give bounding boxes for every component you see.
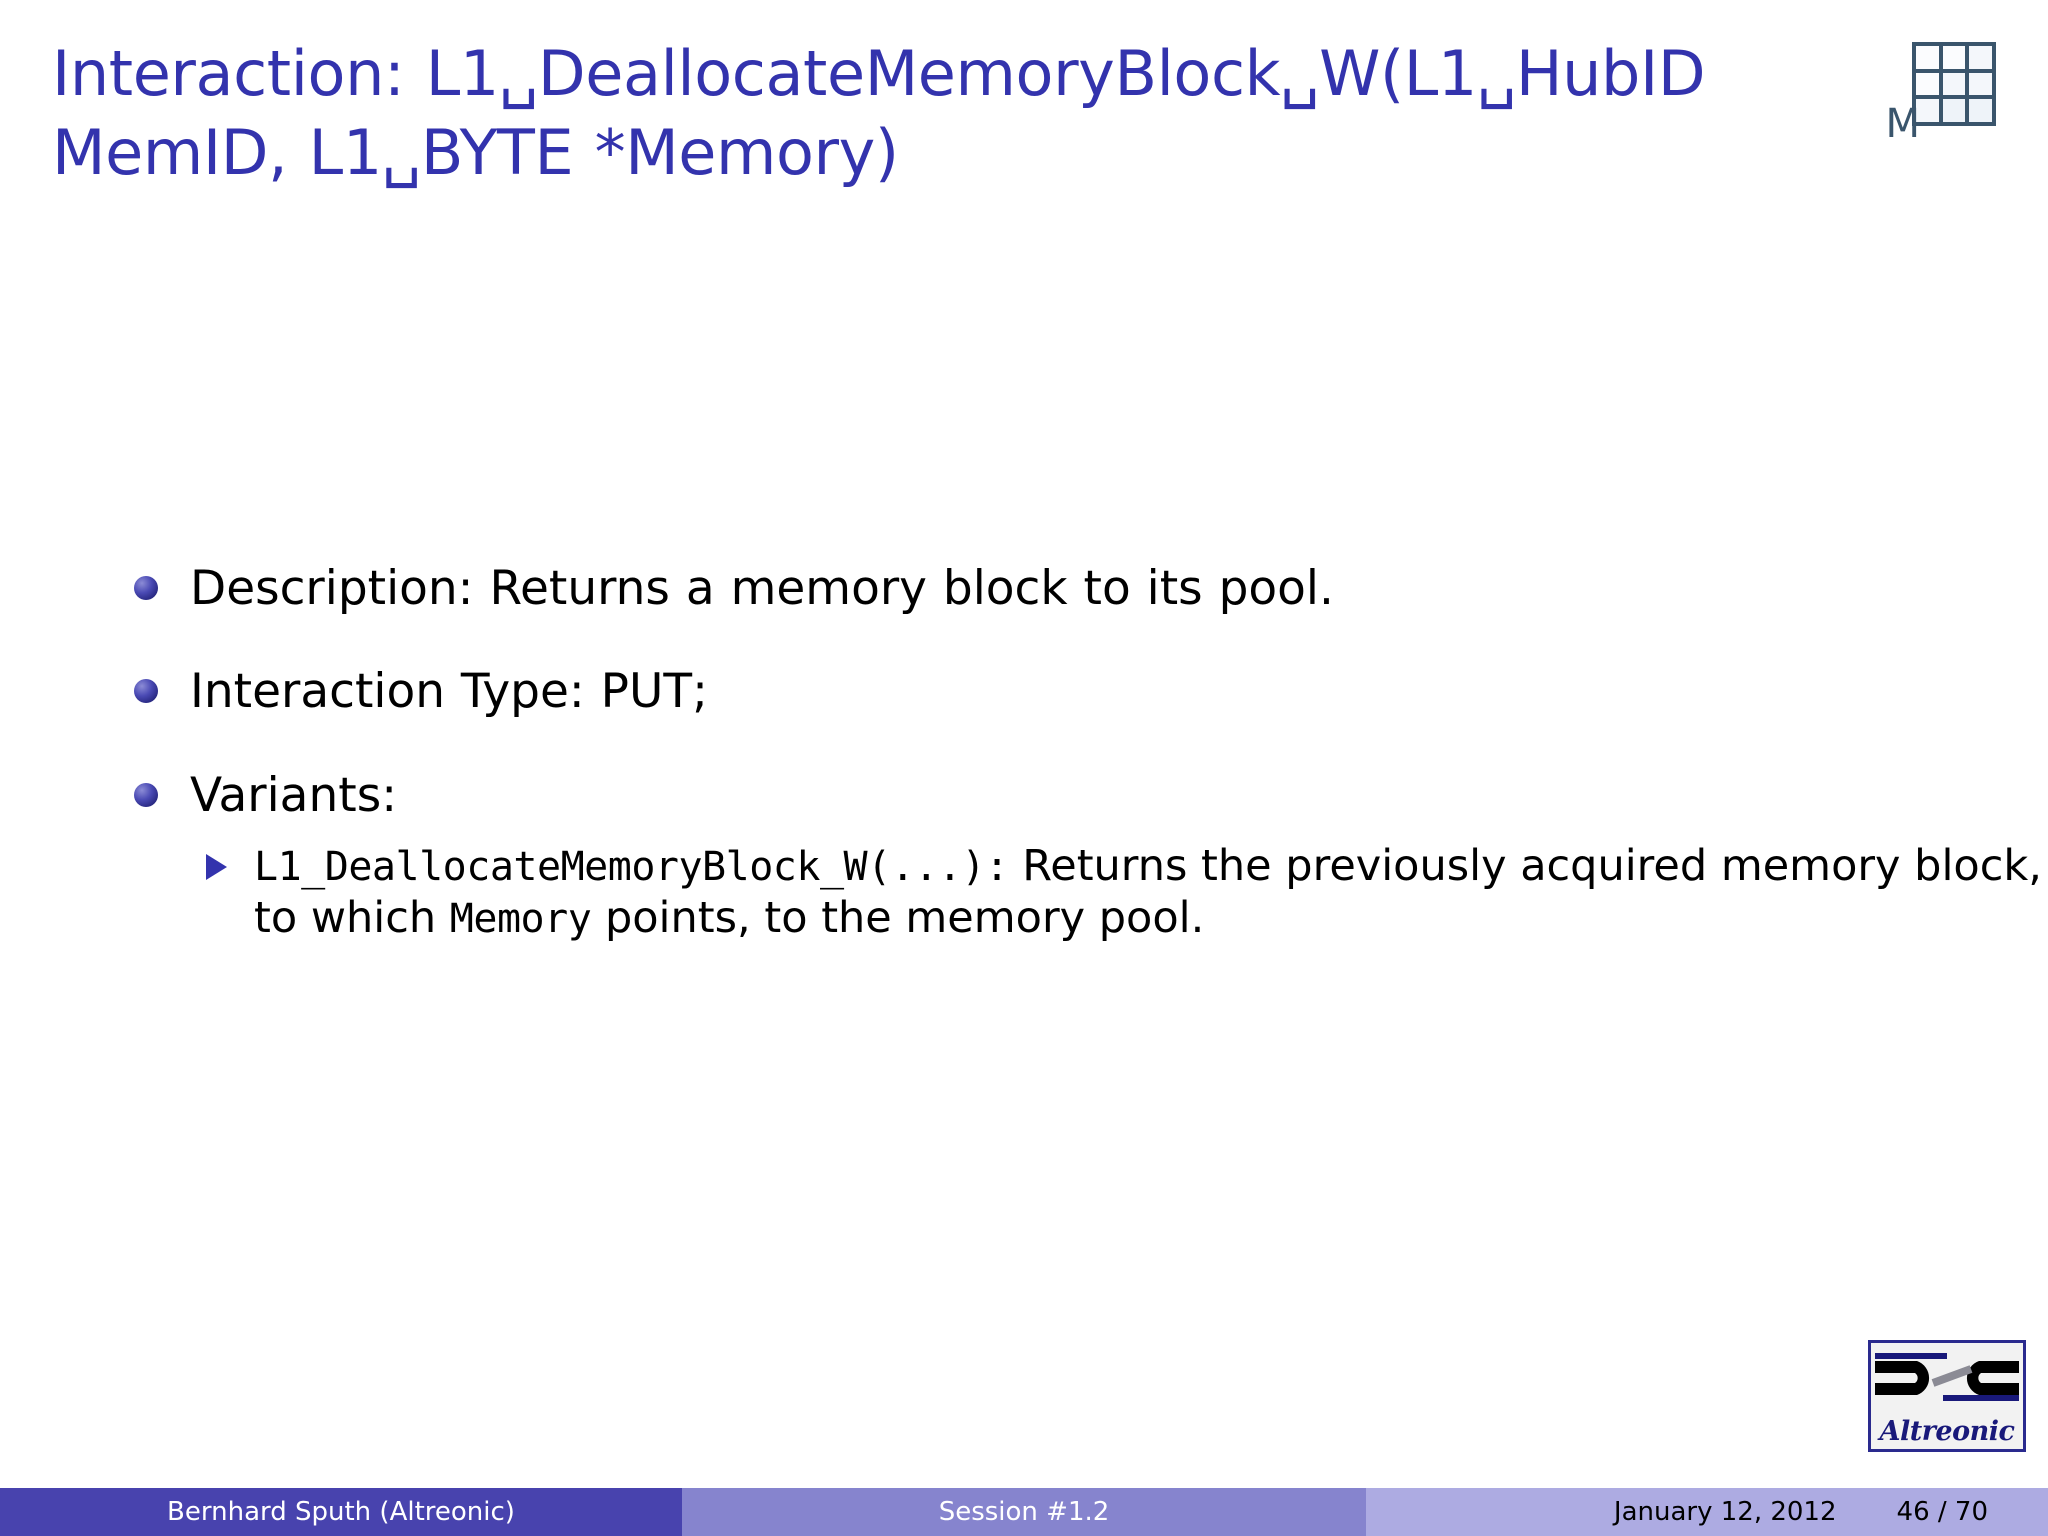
matrix-logo: M bbox=[1874, 42, 2024, 182]
footer-author: Bernhard Sputh (Altreonic) bbox=[0, 1488, 682, 1536]
variant-code-name: L1_DeallocateMemoryBlock_W(...): bbox=[254, 843, 1009, 890]
matrix-cell bbox=[1969, 99, 1992, 122]
bullet-sphere-icon bbox=[134, 782, 158, 807]
triangle-bullet-icon bbox=[206, 853, 227, 880]
title-line-2: MemID, L1␣BYTE *Memory) bbox=[52, 116, 899, 190]
bullet-sphere-icon bbox=[134, 679, 158, 704]
matrix-cell bbox=[1942, 99, 1966, 122]
bullet-sphere-icon bbox=[134, 576, 158, 600]
matrix-cell bbox=[1916, 46, 1939, 69]
variant-text-part1: Returns the previously acquired memory b… bbox=[254, 840, 2042, 944]
matrix-cell bbox=[1942, 46, 1966, 69]
matrix-cell bbox=[1916, 99, 1939, 122]
list-item: Interaction Type: PUT; bbox=[0, 663, 2048, 720]
list-item: Description: Returns a memory block to i… bbox=[0, 560, 2048, 617]
matrix-logo-letter: M bbox=[1885, 101, 1920, 147]
matrix-cell bbox=[1942, 72, 1966, 96]
bullet-text: Interaction Type: PUT; bbox=[190, 664, 708, 720]
bullet-text: Variants: bbox=[190, 767, 398, 823]
footer-meta: January 12, 2012 46 / 70 bbox=[1366, 1488, 2048, 1536]
title-line-1: Interaction: L1␣DeallocateMemoryBlock␣W(… bbox=[52, 37, 1706, 110]
bullet-text: Description: Returns a memory block to i… bbox=[190, 561, 1334, 616]
variant-code-inline: Memory bbox=[449, 896, 592, 943]
footer-session: Session #1.2 bbox=[682, 1488, 1366, 1536]
variant-text-part2: points, to the memory pool. bbox=[591, 893, 1205, 944]
altreonic-wordmark: Altreonic bbox=[1879, 1416, 2015, 1447]
footer-bar: Bernhard Sputh (Altreonic) Session #1.2 … bbox=[0, 1488, 2048, 1536]
footer-date: January 12, 2012 bbox=[1613, 1497, 1837, 1527]
bullet-list: Description: Returns a memory block to i… bbox=[0, 560, 2048, 945]
altreonic-chain-icon bbox=[1875, 1353, 2019, 1401]
list-item: Variants: L1_DeallocateMemoryBlock_W(...… bbox=[0, 767, 2048, 945]
matrix-grid-icon bbox=[1912, 42, 1996, 126]
matrix-cell bbox=[1969, 46, 1992, 69]
page-title: Interaction: L1␣DeallocateMemoryBlock␣W(… bbox=[52, 34, 1862, 193]
altreonic-logo: Altreonic bbox=[1868, 1340, 2026, 1452]
sub-list-item: L1_DeallocateMemoryBlock_W(...): Returns… bbox=[190, 840, 2048, 945]
sub-bullet-list: L1_DeallocateMemoryBlock_W(...): Returns… bbox=[190, 840, 2048, 945]
footer-page-number: 46 / 70 bbox=[1896, 1497, 1988, 1527]
matrix-cell bbox=[1969, 72, 1992, 96]
slide-body: Description: Returns a memory block to i… bbox=[0, 560, 2048, 991]
matrix-cell bbox=[1916, 72, 1939, 96]
